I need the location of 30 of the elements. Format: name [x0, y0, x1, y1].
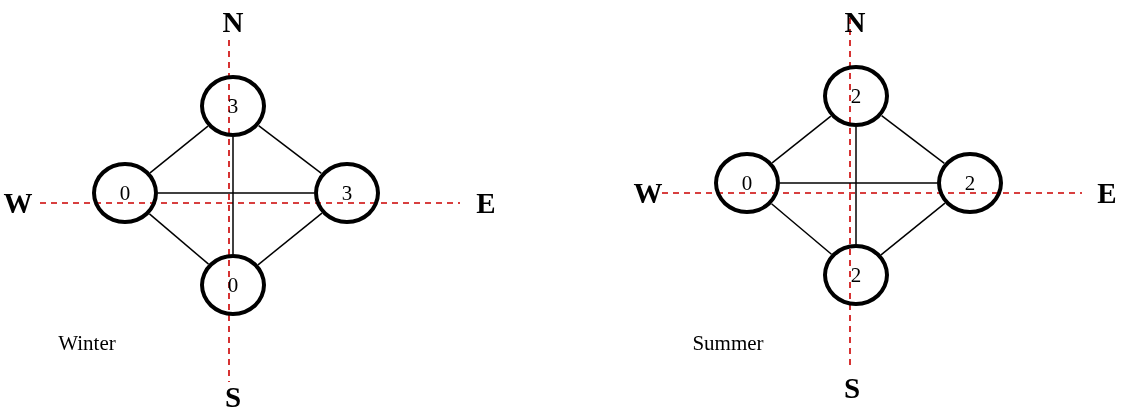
graph-node: 0	[200, 254, 266, 316]
compass-letter: E	[476, 188, 496, 218]
edge-line	[880, 202, 946, 256]
graph-node: 0	[714, 152, 780, 214]
edge-line	[149, 125, 209, 174]
edge-line	[880, 114, 946, 165]
edge-line	[232, 136, 234, 255]
edge-line	[779, 182, 938, 184]
caption-text: Summer	[692, 332, 764, 354]
compass-letter: N	[844, 7, 866, 37]
compass-letter: W	[633, 178, 663, 208]
caption-text: Winter	[58, 332, 116, 354]
edge-line	[257, 124, 323, 175]
graph-node: 3	[200, 75, 266, 137]
graph-node: 0	[92, 162, 158, 224]
edge-line	[855, 126, 857, 245]
edge-line	[771, 115, 832, 164]
compass-letter: W	[3, 188, 33, 218]
graph-node: 3	[314, 162, 380, 224]
compass-letter: N	[222, 7, 244, 37]
graph-node: 2	[823, 244, 889, 306]
compass-letter: S	[843, 373, 861, 403]
compass-letter: S	[224, 382, 242, 412]
graph-node: 2	[937, 152, 1003, 214]
edge-line	[148, 213, 210, 265]
edge-line	[257, 212, 323, 266]
graph-node: 2	[823, 65, 889, 127]
compass-letter: E	[1097, 178, 1117, 208]
edge-line	[770, 202, 833, 256]
edge-line	[157, 192, 315, 194]
